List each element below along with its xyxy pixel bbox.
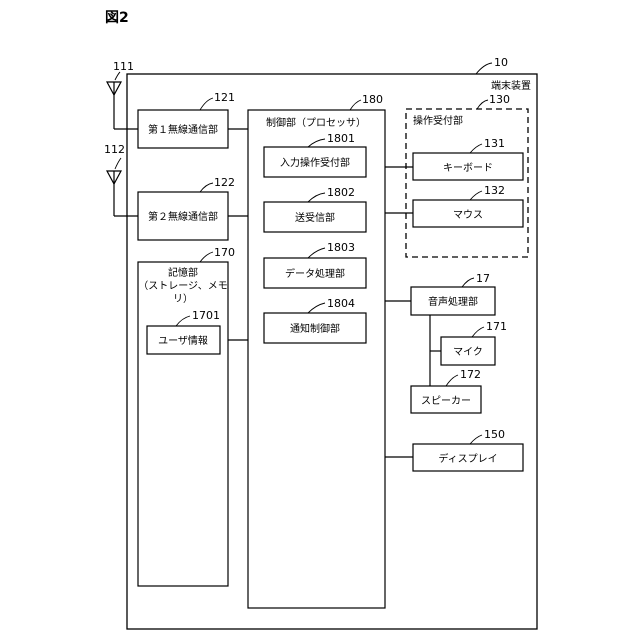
wireless2-label: 第２無線通信部: [148, 210, 218, 223]
keyboard-leader: [470, 144, 482, 153]
wireless1-leader: [200, 98, 213, 110]
antenna1-ref: 111: [113, 60, 134, 73]
speaker-ref: 172: [460, 368, 481, 381]
user-info-ref: 1701: [192, 309, 220, 322]
mouse-ref: 132: [484, 184, 505, 197]
controller-ref: 180: [362, 93, 383, 106]
audio-label: 音声処理部: [428, 295, 478, 308]
wireless2-ref: 122: [214, 176, 235, 189]
data-proc-label: データ処理部: [285, 267, 345, 280]
wireless2-leader: [200, 183, 213, 192]
controller-box: [248, 110, 385, 608]
antenna-icon: [107, 82, 138, 129]
transceiver-ref: 1802: [327, 186, 355, 199]
operation-accept-label: 操作受付部: [413, 114, 463, 127]
operation-accept-ref: 130: [489, 93, 510, 106]
operation-accept-leader: [477, 100, 488, 109]
mic-ref: 171: [486, 320, 507, 333]
storage-label: 記憶部: [168, 266, 198, 279]
mic-label: マイク: [453, 346, 483, 358]
terminal-label: 端末装置: [491, 79, 531, 92]
input-accept-ref: 1801: [327, 132, 355, 145]
keyboard-label: キーボード: [443, 162, 493, 174]
controller-leader: [350, 100, 361, 110]
terminal-leader: [476, 63, 492, 74]
wireless1-label: 第１無線通信部: [148, 123, 218, 136]
transceiver-label: 送受信部: [295, 211, 335, 224]
notify-ctrl-ref: 1804: [327, 297, 355, 310]
keyboard-ref: 131: [484, 137, 505, 150]
storage-leader: [200, 252, 213, 262]
wireless1-ref: 121: [214, 91, 235, 104]
storage-label: （ストレージ、メモ: [138, 280, 228, 292]
antenna2-ref: 112: [104, 143, 125, 156]
terminal-ref: 10: [494, 56, 508, 69]
figure-label: 図2: [105, 10, 129, 26]
data-proc-ref: 1803: [327, 241, 355, 254]
speaker-leader: [446, 375, 458, 386]
mouse-label: マウス: [453, 209, 483, 221]
audio-leader: [462, 278, 474, 287]
antenna-icon: [107, 171, 138, 216]
antenna1-leader: [115, 72, 120, 80]
speaker-label: スピーカー: [421, 395, 471, 407]
mouse-leader: [470, 191, 482, 200]
antenna2-leader: [115, 158, 121, 169]
input-accept-label: 入力操作受付部: [280, 156, 350, 169]
storage-ref: 170: [214, 246, 235, 259]
controller-label: 制御部（プロセッサ）: [266, 116, 366, 129]
user-info-label: ユーザ情報: [158, 334, 208, 347]
operation-accept-box: [406, 109, 528, 257]
display-leader: [470, 435, 482, 444]
display-label: ディスプレイ: [438, 452, 497, 465]
display-ref: 150: [484, 428, 505, 441]
audio-ref: 17: [476, 272, 490, 285]
mic-leader: [472, 327, 484, 337]
storage-label: リ）: [173, 293, 193, 305]
notify-ctrl-label: 通知制御部: [290, 322, 340, 335]
